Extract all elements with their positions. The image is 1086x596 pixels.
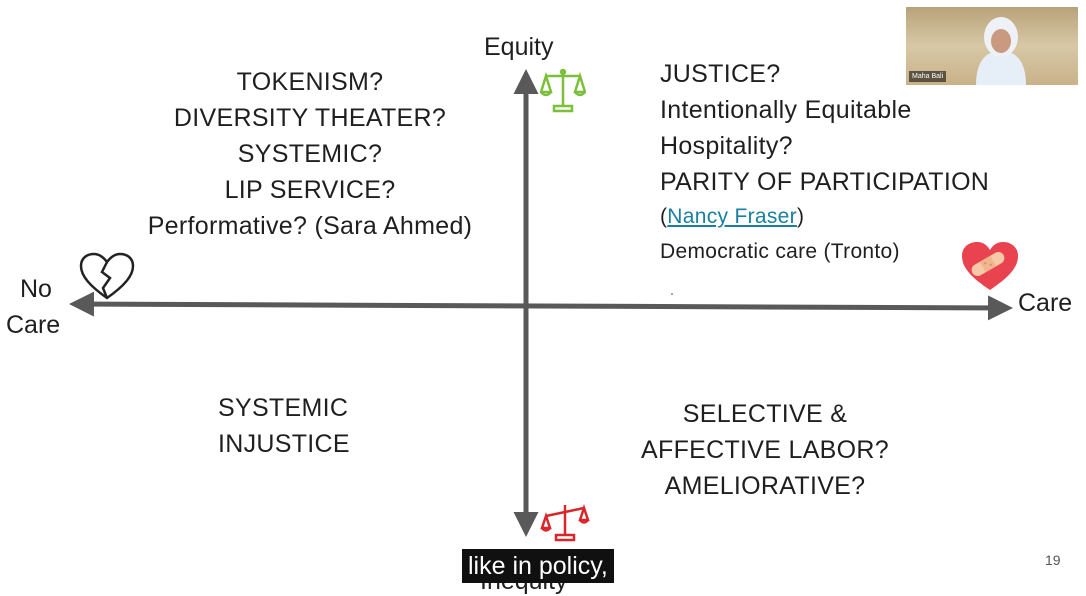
quadrant-line: INJUSTICE bbox=[218, 430, 350, 458]
axis-label-no: No bbox=[20, 275, 52, 303]
axis-label-care-right: Care bbox=[1018, 289, 1073, 317]
quadrant-line: SELECTIVE & bbox=[682, 400, 848, 428]
nancy-fraser-link[interactable]: Nancy Fraser bbox=[667, 205, 797, 228]
quadrant-line: LIP SERVICE? bbox=[224, 176, 396, 204]
axis-label-equity: Equity bbox=[484, 33, 554, 61]
quadrant-line: Democratic care (Tronto) bbox=[660, 240, 900, 263]
quadrant-line: AFFECTIVE LABOR? bbox=[641, 436, 889, 464]
paren-open: ( bbox=[660, 205, 668, 228]
quadrant-line: AMELIORATIVE? bbox=[664, 472, 866, 500]
horizontal-axis bbox=[69, 291, 1013, 321]
quadrant-line: TOKENISM? bbox=[236, 68, 384, 96]
quadrant-bottom-left: SYSTEMIC INJUSTICE bbox=[218, 390, 350, 462]
participant-video[interactable]: Maha Bali bbox=[906, 7, 1078, 85]
quadrant-line: SYSTEMIC? bbox=[237, 140, 383, 168]
page-number: 19 bbox=[1045, 552, 1061, 568]
participant-avatar bbox=[976, 17, 1026, 85]
unbalanced-scale-icon bbox=[540, 504, 590, 542]
participant-name: Maha Bali bbox=[909, 71, 947, 82]
quadrant-bottom-right: SELECTIVE & AFFECTIVE LABOR? AMELIORATIV… bbox=[600, 396, 930, 504]
axis-label-care-left: Care bbox=[6, 311, 61, 339]
quadrant-line: Hospitality? bbox=[660, 132, 793, 160]
broken-heart-icon bbox=[79, 252, 135, 300]
quadrant-line: Intentionally Equitable bbox=[660, 96, 912, 124]
quadrant-line: JUSTICE? bbox=[660, 60, 781, 88]
citation-line: (Nancy Fraser) bbox=[660, 200, 1060, 234]
bandaged-heart-icon bbox=[962, 242, 1018, 290]
quadrant-line: DIVERSITY THEATER? bbox=[173, 104, 447, 132]
quadrant-line: Performative? (Sara Ahmed) bbox=[147, 212, 473, 240]
live-caption: like in policy, bbox=[462, 549, 614, 583]
quadrant-line: SYSTEMIC bbox=[218, 394, 349, 422]
balanced-scale-icon bbox=[540, 68, 586, 113]
quadrant-top-left: TOKENISM? DIVERSITY THEATER? SYSTEMIC? L… bbox=[110, 64, 510, 244]
quadrant-line: PARITY OF PARTICIPATION bbox=[660, 168, 990, 196]
paren-close: ) bbox=[796, 205, 805, 228]
quadrant-top-right: JUSTICE? Intentionally Equitable Hospita… bbox=[660, 56, 1060, 270]
